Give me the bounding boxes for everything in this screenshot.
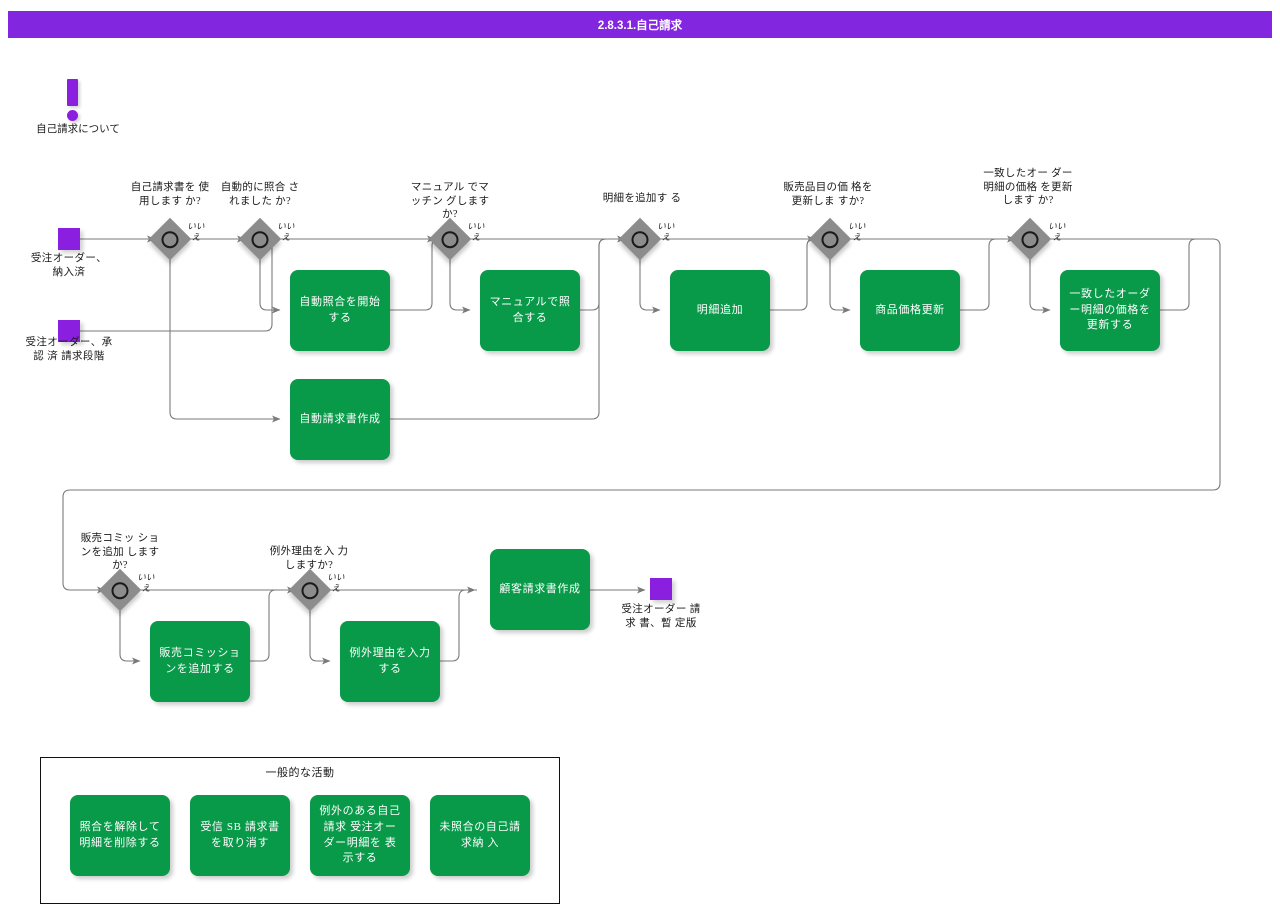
gateway-exception-reason-label: 例外理由を入 力しますか? <box>269 546 349 571</box>
gateway-add-line-label: 明細を追加す る <box>602 193 682 204</box>
legend-show-exception-lines[interactable]: 例外のある自己請求 受注オーダー明細を 表示する <box>310 795 410 876</box>
gateway-circle-icon <box>297 577 323 603</box>
start-event-order-approved[interactable] <box>58 320 80 342</box>
gateway-circle-icon <box>437 226 463 252</box>
gateway-circle-icon <box>107 577 133 603</box>
task-update-matched-line-price[interactable]: 一致したオーダー明細の価格を更新する <box>1060 270 1160 351</box>
gateway-add-commission-label: 販売コミッ ションを追加 しますか? <box>80 533 160 572</box>
gateway-circle-icon <box>157 226 183 252</box>
task-update-product-price[interactable]: 商品価格更新 <box>860 270 960 351</box>
common-activities-title: 一般的な活動 <box>265 767 335 779</box>
gateway-update-item-price-no-label: いいえ <box>848 221 866 242</box>
gateway-circle-icon <box>627 226 653 252</box>
gateway-manual-match-label: マニュアル でマッチン グします か? <box>410 182 490 221</box>
end-event-provisional-invoice-label: 受注オーダー 請 求 書、暫 定版 <box>621 604 701 630</box>
gateway-circle-icon <box>1017 226 1043 252</box>
legend-unmatched-self-bill[interactable]: 未照合の自己請求納 入 <box>430 795 530 876</box>
start-event-order-delivered-label: 受注オーダー、納入済 <box>30 253 108 279</box>
task-manual-match[interactable]: マニュアルで照合する <box>480 270 580 351</box>
gateway-update-matched-price-label: 一致したオー ダー明細の価格 を更新します か? <box>983 168 1073 207</box>
gateway-circle-icon <box>247 226 273 252</box>
task-enter-exception-reason[interactable]: 例外理由を入力する <box>340 621 440 702</box>
task-add-line[interactable]: 明細追加 <box>670 270 770 351</box>
legend-unmatch-delete-line[interactable]: 照合を解除して明細を削除する <box>70 795 170 876</box>
gateway-auto-matched-no-label: いいえ <box>277 221 295 242</box>
page-header: 2.8.3.1.自己請求 <box>8 11 1272 38</box>
gateway-add-commission-no-label: いいえ <box>137 572 155 593</box>
start-event-order-delivered[interactable] <box>58 228 80 250</box>
note-label: 自己請求について <box>36 124 120 135</box>
legend-cancel-sb-invoice[interactable]: 受信 SB 請求書を取り消す <box>190 795 290 876</box>
gateway-auto-matched-label: 自動的に照合 されました か? <box>220 182 300 207</box>
task-add-sales-commission[interactable]: 販売コミッションを追加する <box>150 621 250 702</box>
gateway-use-self-bill-label: 自己請求書を 使用します か? <box>130 182 210 207</box>
end-event-provisional-invoice[interactable] <box>650 578 672 600</box>
gateway-update-matched-price-no-label: いいえ <box>1048 221 1066 242</box>
gateway-update-item-price-label: 販売品目の価 格を更新しま すか? <box>783 182 873 207</box>
task-start-auto-match[interactable]: 自動照合を開始する <box>290 270 390 351</box>
note-marker <box>67 79 78 121</box>
gateway-exception-reason-no-label: いいえ <box>327 572 345 593</box>
gateway-add-line-no-label: いいえ <box>657 221 675 242</box>
exclamation-icon <box>67 79 78 106</box>
task-auto-create-invoice[interactable]: 自動請求書作成 <box>290 379 390 460</box>
flow-connectors <box>62 235 1221 665</box>
gateway-circle-icon <box>817 226 843 252</box>
task-create-customer-invoice[interactable]: 顧客請求書作成 <box>490 549 590 630</box>
exclamation-dot-icon <box>67 110 78 121</box>
gateway-manual-match-no-label: いいえ <box>467 221 485 242</box>
gateway-use-self-bill-no-label: いいえ <box>187 221 205 242</box>
page-title: 2.8.3.1.自己請求 <box>597 19 683 32</box>
start-event-order-approved-label: 受注オーダー、承認 済 請求段階 <box>25 337 113 363</box>
